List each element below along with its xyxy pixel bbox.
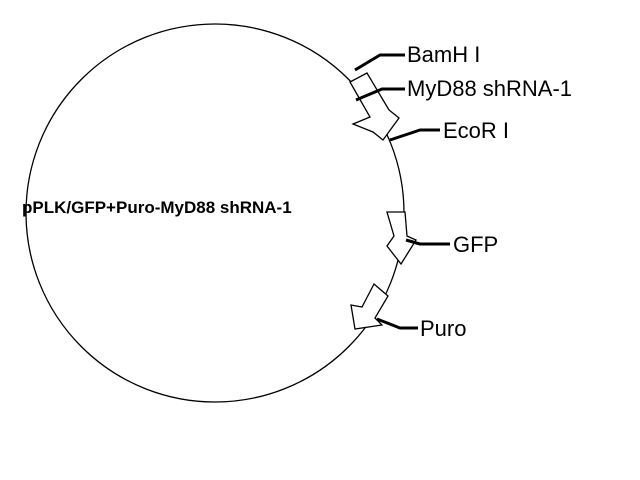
puro-gene-arrow xyxy=(350,282,389,330)
gfp-label: GFP xyxy=(453,232,498,257)
shrna-label: MyD88 shRNA-1 xyxy=(407,76,572,101)
shrna-leader-line xyxy=(355,87,405,102)
ecor1-label: EcoR I xyxy=(443,118,509,143)
plasmid-name: pPLK/GFP+Puro-MyD88 shRNA-1 xyxy=(22,198,292,217)
shrna-insert-arrow xyxy=(349,72,400,141)
puro-leader-line xyxy=(376,317,418,330)
gfp-gene-arrow xyxy=(386,211,417,266)
ecor1-leader-line xyxy=(389,128,440,142)
bamh1-label: BamH I xyxy=(407,42,480,67)
bamh1-leader-line xyxy=(354,53,405,72)
puro-label: Puro xyxy=(420,316,466,341)
gfp-leader-line xyxy=(405,238,450,246)
